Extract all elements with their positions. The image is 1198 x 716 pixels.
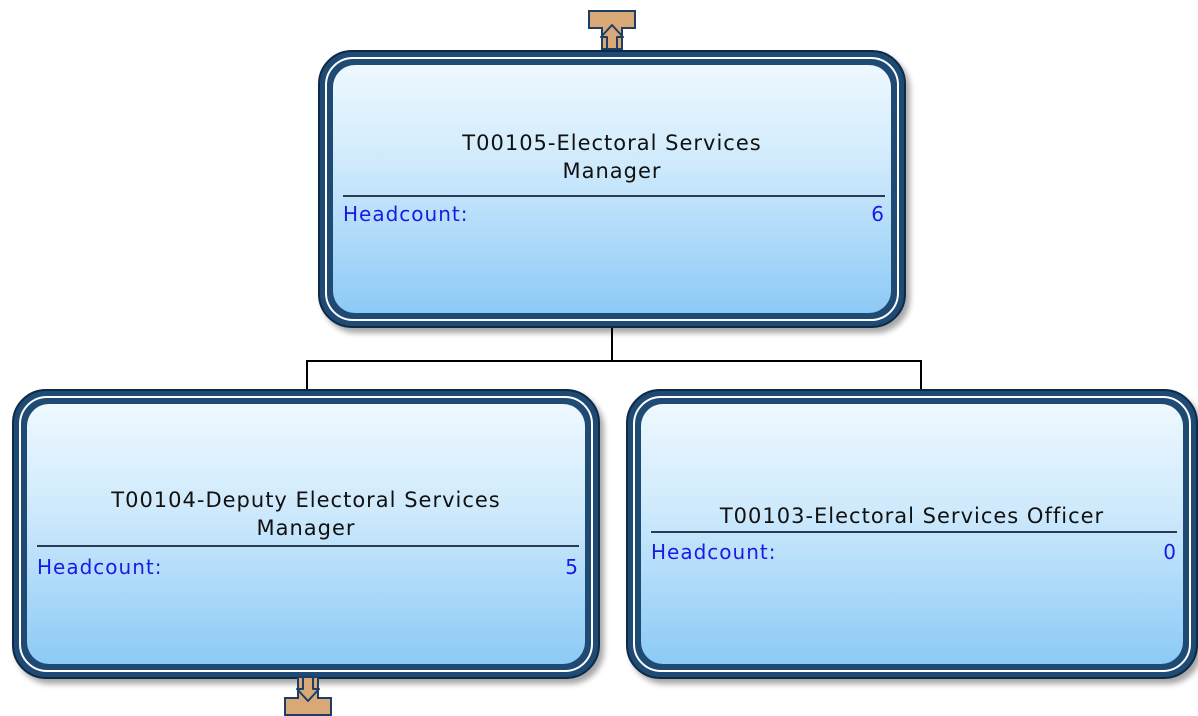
- connector-child-left: [306, 360, 308, 390]
- org-node-divider: [37, 545, 579, 547]
- org-node-body: T00104-Deputy Electoral Services Manager…: [27, 404, 585, 664]
- headcount-label: Headcount:: [651, 540, 777, 564]
- org-node-title: T00105-Electoral Services Manager: [462, 131, 762, 183]
- org-node-frame: T00105-Electoral Services Manager Headco…: [325, 57, 899, 321]
- arrow-down-icon[interactable]: [284, 676, 332, 716]
- org-node-frame: T00103-Electoral Services Officer Headco…: [633, 396, 1191, 672]
- org-node-divider: [651, 531, 1177, 533]
- org-node-root[interactable]: T00105-Electoral Services Manager Headco…: [318, 50, 906, 328]
- connector-root-down: [611, 328, 613, 362]
- headcount-row: Headcount: 5: [37, 554, 579, 580]
- connector-horizontal: [306, 360, 922, 362]
- headcount-value: 0: [1163, 540, 1177, 564]
- connector-child-right: [920, 360, 922, 390]
- org-node-body: T00105-Electoral Services Manager Headco…: [333, 65, 891, 313]
- org-node-frame: T00104-Deputy Electoral Services Manager…: [19, 396, 593, 672]
- headcount-value: 5: [565, 555, 579, 579]
- org-node-body: T00103-Electoral Services Officer Headco…: [641, 404, 1183, 664]
- org-node-child-right[interactable]: T00103-Electoral Services Officer Headco…: [626, 389, 1198, 679]
- arrow-up-icon[interactable]: [588, 10, 636, 50]
- org-node-title: T00104-Deputy Electoral Services Manager: [111, 488, 501, 540]
- org-node-child-left[interactable]: T00104-Deputy Electoral Services Manager…: [12, 389, 600, 679]
- org-node-divider: [343, 195, 885, 197]
- headcount-label: Headcount:: [343, 202, 469, 226]
- headcount-row: Headcount: 0: [651, 539, 1177, 565]
- headcount-label: Headcount:: [37, 555, 163, 579]
- headcount-row: Headcount: 6: [343, 201, 885, 227]
- org-node-title: T00103-Electoral Services Officer: [719, 504, 1105, 528]
- headcount-value: 6: [871, 202, 885, 226]
